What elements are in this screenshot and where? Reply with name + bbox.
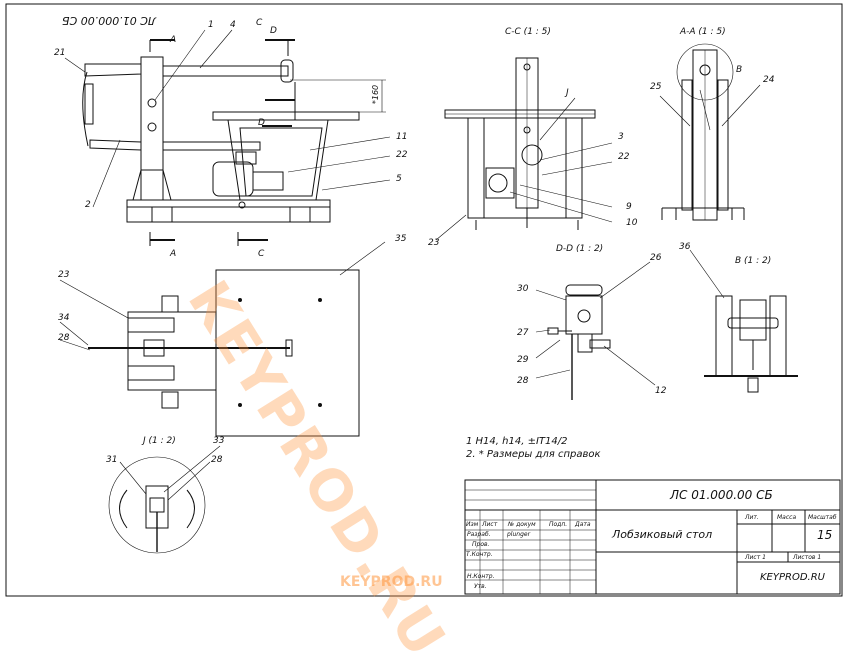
callout-28-plan: 28 [58, 333, 70, 343]
company-name: KEYPROD.RU [760, 572, 825, 583]
callout-34: 34 [58, 313, 70, 323]
section-dd-title: D-D (1 : 2) [556, 244, 604, 254]
row-sign: Подп. [549, 521, 568, 528]
callout-9: 9 [626, 202, 632, 212]
sheet-number: Лист 1 [745, 554, 766, 561]
row-prov: Пров. [472, 541, 490, 548]
callout-24: 24 [763, 75, 775, 85]
section-cc-title: С-С (1 : 5) [505, 27, 551, 37]
hdr-mass: Масса [777, 514, 797, 521]
row-razrab-name: plunger [507, 531, 531, 538]
front-view [64, 29, 391, 246]
row-tkontr: Т.Контр. [466, 551, 493, 558]
cut-letter-a-bottom: А [170, 249, 177, 259]
dimension-160: *160 [371, 84, 381, 105]
cut-letter-d-top: D [270, 26, 277, 36]
hdr-lit: Лит. [745, 514, 759, 521]
callout-11: 11 [396, 132, 408, 142]
view-j-title: J (1 : 2) [143, 436, 176, 446]
section-dd-view [535, 261, 656, 400]
callout-2: 2 [85, 200, 91, 210]
row-doc: № докум [508, 521, 536, 528]
title-block-name: Лобзиковый стол [612, 528, 713, 541]
row-razrab: Разраб. [467, 531, 491, 538]
callout-36: 36 [679, 242, 691, 252]
note-line-1: 1 Н14, h14, ±IT14/2 [466, 436, 568, 447]
callout-22-cc: 22 [618, 152, 630, 162]
callout-28-dd: 28 [517, 376, 529, 386]
section-aa-view [659, 43, 761, 221]
cut-letter-a-top: А [170, 35, 177, 45]
callout-29: 29 [517, 355, 529, 365]
title-block [464, 479, 841, 595]
callout-4: 4 [230, 20, 236, 30]
row-date: Дата [575, 521, 591, 528]
stamp-code-rotated: ЛС 01.000.00 СБ [62, 14, 157, 27]
cut-letter-c-top: С [256, 18, 263, 28]
hdr-scale: Масштаб [808, 514, 837, 521]
title-block-code: ЛС 01.000.00 СБ [670, 488, 773, 502]
callout-28-j: 28 [211, 455, 223, 465]
scale-value: 15 [817, 528, 833, 542]
watermark-footer: KEYPROD.RU [340, 574, 443, 590]
note-line-2: 2. * Размеры для справок [466, 449, 601, 460]
row-utv: Утв. [474, 583, 487, 590]
callout-5: 5 [396, 174, 402, 184]
section-aa-title: А-А (1 : 5) [680, 27, 726, 37]
callout-30: 30 [517, 284, 529, 294]
callout-3: 3 [618, 132, 624, 142]
callout-33: 33 [213, 436, 225, 446]
section-cc-view [435, 57, 613, 241]
view-j [108, 445, 221, 554]
view-b-title: В (1 : 2) [735, 256, 772, 266]
callout-35: 35 [395, 234, 407, 244]
sheet-count: Листов 1 [793, 554, 822, 561]
cut-letter-j: J [566, 88, 569, 98]
drawing-sheet [5, 3, 843, 597]
callout-22-front: 22 [396, 150, 408, 160]
callout-31: 31 [106, 455, 118, 465]
callout-23-cc: 23 [428, 238, 440, 248]
callout-10: 10 [626, 218, 638, 228]
cut-letter-d-mid: D [258, 118, 265, 128]
callout-23-plan: 23 [58, 270, 70, 280]
callout-12: 12 [655, 386, 667, 396]
callout-21: 21 [54, 48, 66, 58]
cut-letter-b: В [736, 65, 743, 75]
row-nkontr: Н.Контр. [467, 573, 495, 580]
callout-27: 27 [517, 328, 529, 338]
callout-1: 1 [208, 20, 214, 30]
row-izm: Изм [466, 521, 479, 528]
plan-view [59, 241, 386, 437]
sheet-border [5, 3, 843, 597]
row-list: Лист [482, 521, 498, 528]
view-b [689, 249, 798, 393]
callout-25: 25 [650, 82, 662, 92]
cut-letter-c-bottom: С [258, 249, 265, 259]
callout-26: 26 [650, 253, 662, 263]
